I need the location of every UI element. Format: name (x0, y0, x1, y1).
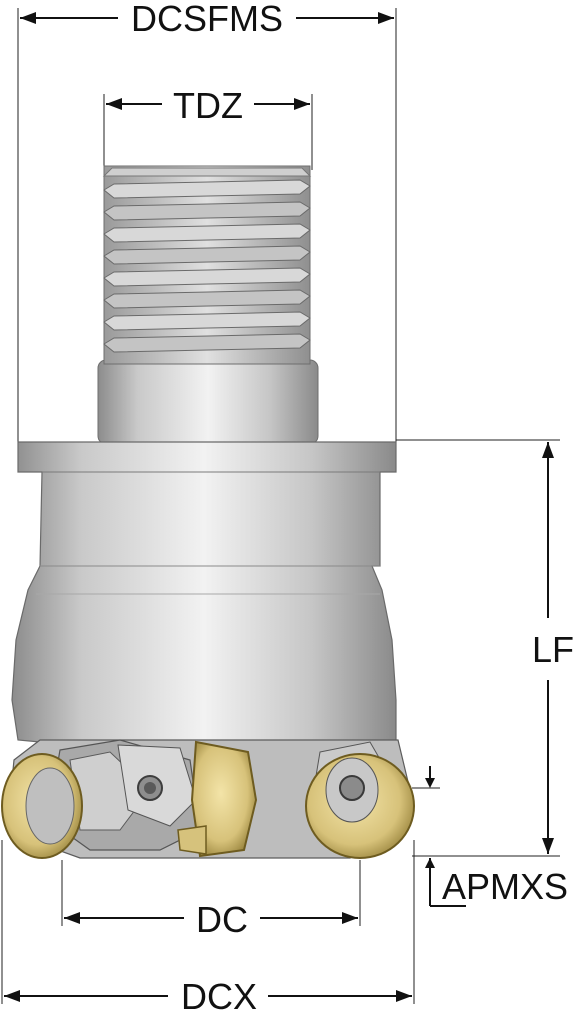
threaded-shank (97, 165, 319, 445)
thread-ridge (103, 333, 311, 353)
tdz-dimension (106, 98, 310, 110)
thread-ridge (103, 201, 311, 221)
round-insert-center (177, 740, 258, 858)
round-insert-left (1, 753, 83, 859)
lf-dimension (542, 442, 554, 854)
thread-ridge (103, 245, 311, 265)
lf-label: LF (532, 629, 574, 670)
apmxs-dimension (425, 766, 466, 907)
dcsfms-label: DCSFMS (131, 0, 283, 39)
cutter-body (11, 441, 397, 743)
extension-lines (1, 8, 560, 1004)
thread-ridges (103, 179, 311, 353)
dcx-label: DCX (181, 976, 257, 1017)
dcx-dimension (4, 990, 412, 1002)
thread-ridge (103, 267, 311, 287)
thread-ridge (103, 289, 311, 309)
thread-ridge (103, 311, 311, 331)
dcsfms-dimension (20, 12, 394, 24)
round-insert-right (305, 753, 415, 859)
dc-label: DC (196, 899, 248, 940)
dc-dimension (64, 912, 358, 924)
tdz-label: TDZ (173, 85, 243, 126)
thread-ridge (103, 179, 311, 199)
apmxs-label: APMXS (442, 866, 568, 907)
thread-ridge (103, 223, 311, 243)
